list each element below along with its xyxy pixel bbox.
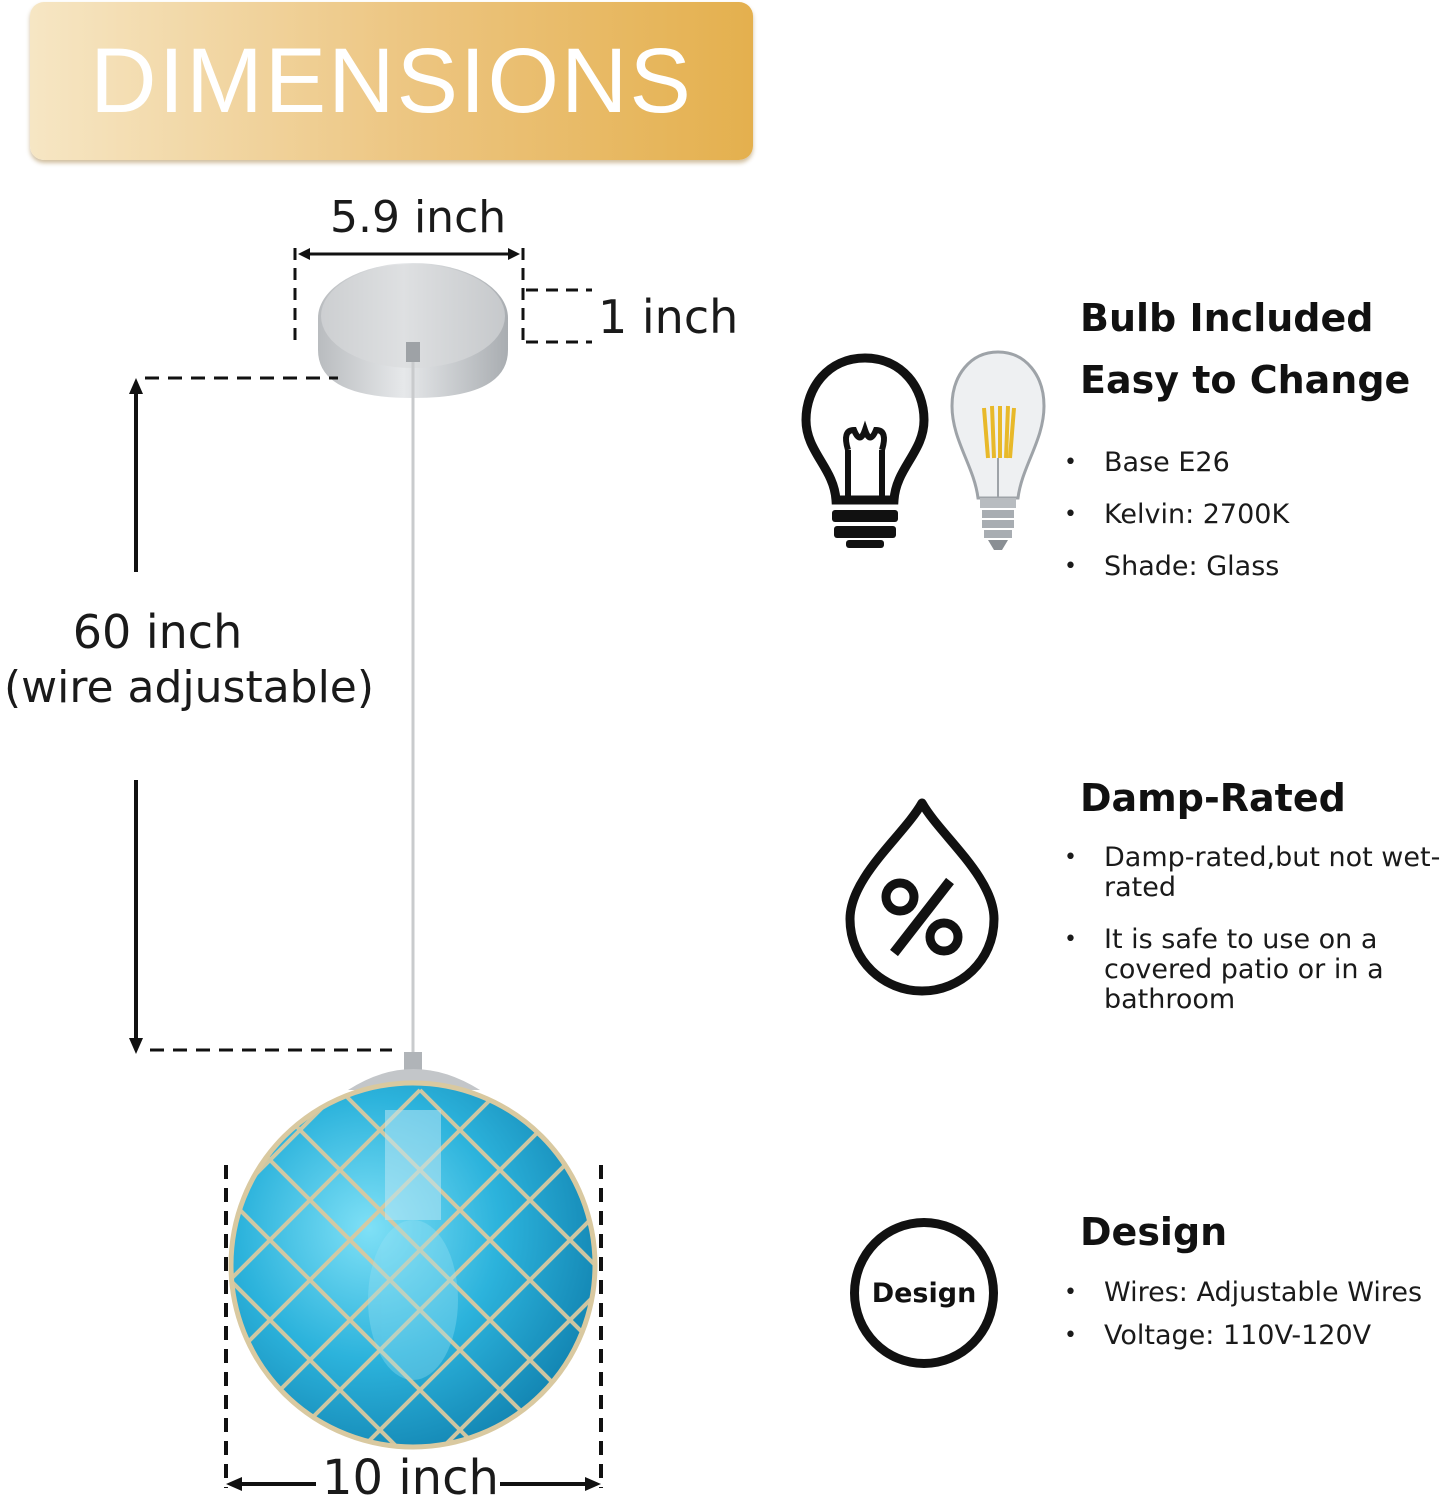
design-spec-list: Wires: Adjustable Wires Voltage: 110V-12… <box>1064 1278 1445 1364</box>
canopy-width-dimension <box>293 248 525 345</box>
list-item: It is safe to use on a covered patio or … <box>1064 925 1445 1015</box>
lightbulb-outline-icon <box>801 353 929 548</box>
rope-net-glass-globe <box>228 1052 598 1450</box>
canopy-height-label: 1 inch <box>598 290 739 344</box>
wire-length-dimension <box>129 376 392 1054</box>
canopy-height-dimension <box>526 288 592 344</box>
wire-adjustable-note: (wire adjustable) <box>3 662 375 713</box>
easy-to-change-title: Easy to Change <box>1080 358 1411 402</box>
banner-title: DIMENSIONS <box>90 30 693 132</box>
design-badge-icon: Design <box>850 1218 998 1368</box>
list-item: Kelvin: 2700K <box>1064 500 1440 531</box>
list-item: Base E26 <box>1064 448 1440 479</box>
pendant-light-diagram <box>129 248 603 1491</box>
design-title: Design <box>1080 1210 1228 1254</box>
wire-length-label: 60 inch <box>72 605 243 659</box>
damp-rated-title: Damp-Rated <box>1080 776 1346 820</box>
canopy-width-label: 5.9 inch <box>330 192 507 243</box>
edison-bulb-icon <box>950 350 1046 550</box>
design-badge-label: Design <box>871 1277 977 1309</box>
globe-width-dimension <box>224 1165 603 1491</box>
globe-width-label: 10 inch <box>322 1450 499 1500</box>
list-item: Shade: Glass <box>1064 552 1440 583</box>
dimensions-banner: DIMENSIONS <box>30 2 753 160</box>
list-item: Damp-rated,but not wet-rated <box>1064 843 1445 903</box>
damp-spec-list: Damp-rated,but not wet-rated It is safe … <box>1064 843 1445 1037</box>
list-item: Voltage: 110V-120V <box>1064 1321 1445 1352</box>
bulb-included-title: Bulb Included <box>1080 296 1374 340</box>
canopy-plate <box>318 263 508 398</box>
bulb-spec-list: Base E26 Kelvin: 2700K Shade: Glass <box>1064 448 1440 604</box>
list-item: Wires: Adjustable Wires <box>1064 1278 1445 1309</box>
water-drop-percent-icon <box>845 798 999 996</box>
